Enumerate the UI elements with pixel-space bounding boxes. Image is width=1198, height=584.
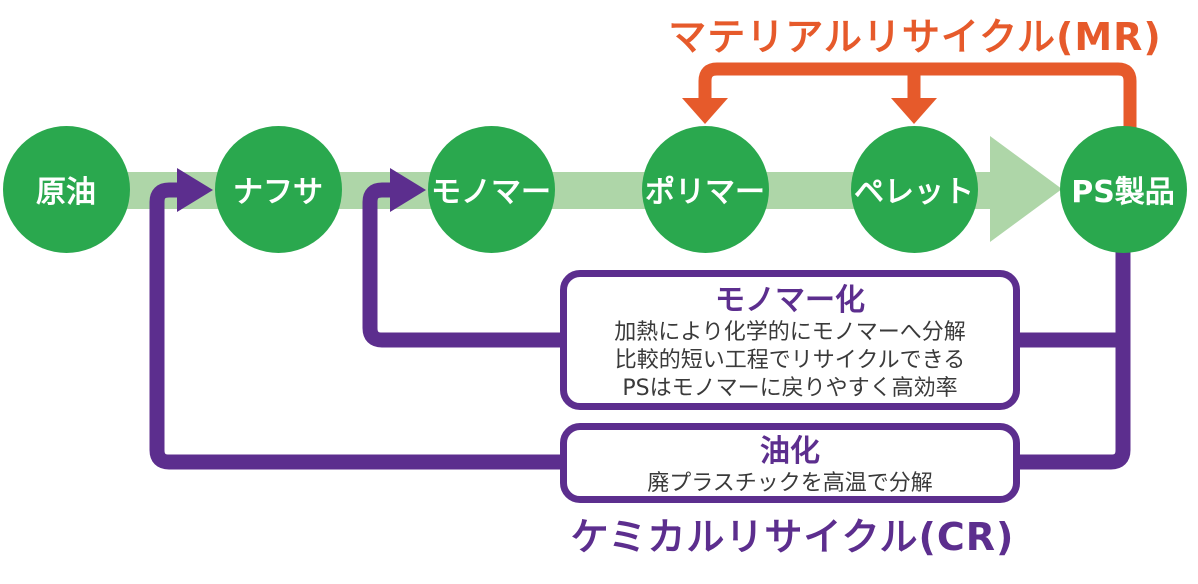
- oilification-desc-line: 廃プラスチックを高温で分解: [647, 471, 933, 496]
- oilification-box: 油化 廃プラスチックを高温で分解: [560, 423, 1020, 503]
- monomerization-return-line: [362, 182, 560, 348]
- chemical-recycle-ps-down-line: [1020, 246, 1131, 470]
- flow-node-pellet: ペレット: [850, 125, 978, 253]
- process-flow-arrowhead: [990, 136, 1062, 242]
- material-recycle-arrowhead-pellet: [891, 98, 937, 124]
- monomerization-desc-line: PSはモノマーに戻りやすく高効率: [622, 376, 958, 401]
- flow-node-naphtha: ナフサ: [214, 125, 342, 253]
- monomerization-arrowhead-monomer: [390, 168, 426, 212]
- monomerization-box: モノマー化 加熱により化学的にモノマーへ分解 比較的短い工程でリサイクルできる …: [560, 270, 1020, 410]
- monomerization-title: モノマー化: [715, 283, 865, 318]
- flow-node-ps-product: PS製品: [1059, 125, 1187, 253]
- flow-node-crude-oil: 原油: [2, 125, 130, 253]
- material-recycle-arrowhead-polymer: [682, 98, 728, 124]
- oilification-title: 油化: [760, 434, 820, 469]
- flow-node-polymer: ポリマー: [641, 125, 769, 253]
- monomerization-desc-line: 比較的短い工程でリサイクルできる: [614, 348, 966, 373]
- flow-node-monomer: モノマー: [427, 125, 555, 253]
- oilification-arrowhead-naphtha: [177, 168, 213, 212]
- chemical-recycle-label: ケミカルリサイクル(CR): [570, 515, 1015, 559]
- oilification-return-line: [149, 182, 560, 470]
- material-recycle-label: マテリアルリサイクル(MR): [668, 15, 1162, 59]
- monomerization-desc-line: 加熱により化学的にモノマーへ分解: [614, 320, 966, 345]
